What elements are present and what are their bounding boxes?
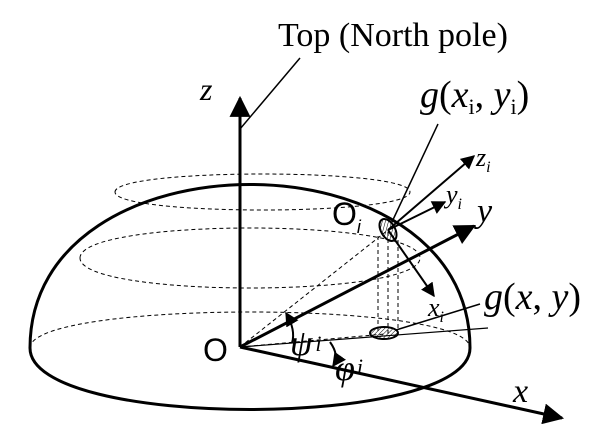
projection-radial-line bbox=[239, 327, 489, 348]
surface-patch-lower bbox=[369, 326, 399, 340]
latitude-circle-upper bbox=[114, 173, 411, 211]
x-axis-label: x bbox=[512, 373, 528, 410]
dashed-line-to-point bbox=[239, 229, 389, 348]
xi-axis-label: xi bbox=[427, 293, 444, 326]
g-upper-leader bbox=[390, 123, 439, 225]
base-ellipse-front bbox=[28, 347, 472, 411]
xi-axis bbox=[387, 229, 435, 298]
z-axis-label: z bbox=[199, 71, 213, 107]
psi-angle-arc bbox=[285, 311, 299, 344]
local-origin-label: Oi bbox=[332, 196, 362, 237]
g-lower-label: g(x, y) bbox=[484, 276, 581, 318]
y-axis-label: y bbox=[474, 193, 493, 230]
zi-axis bbox=[387, 155, 476, 231]
hemisphere-outline bbox=[28, 183, 472, 349]
origin-label: O bbox=[203, 332, 228, 368]
y-axis bbox=[239, 224, 476, 349]
top-pointer bbox=[239, 57, 301, 130]
zi-axis-label: zi bbox=[475, 143, 491, 176]
phi-label: φi bbox=[335, 348, 363, 388]
top-label: Top (North pole) bbox=[278, 17, 508, 54]
g-upper-label: g(xi, yi) bbox=[420, 74, 529, 119]
x-axis bbox=[239, 345, 565, 424]
phi-angle-arc bbox=[329, 341, 346, 368]
yi-axis bbox=[387, 201, 447, 231]
g-lower-leader bbox=[395, 303, 481, 331]
yi-axis-label: yi bbox=[443, 180, 462, 213]
surface-patch-upper bbox=[378, 218, 398, 242]
base-ellipse-back bbox=[29, 311, 471, 349]
